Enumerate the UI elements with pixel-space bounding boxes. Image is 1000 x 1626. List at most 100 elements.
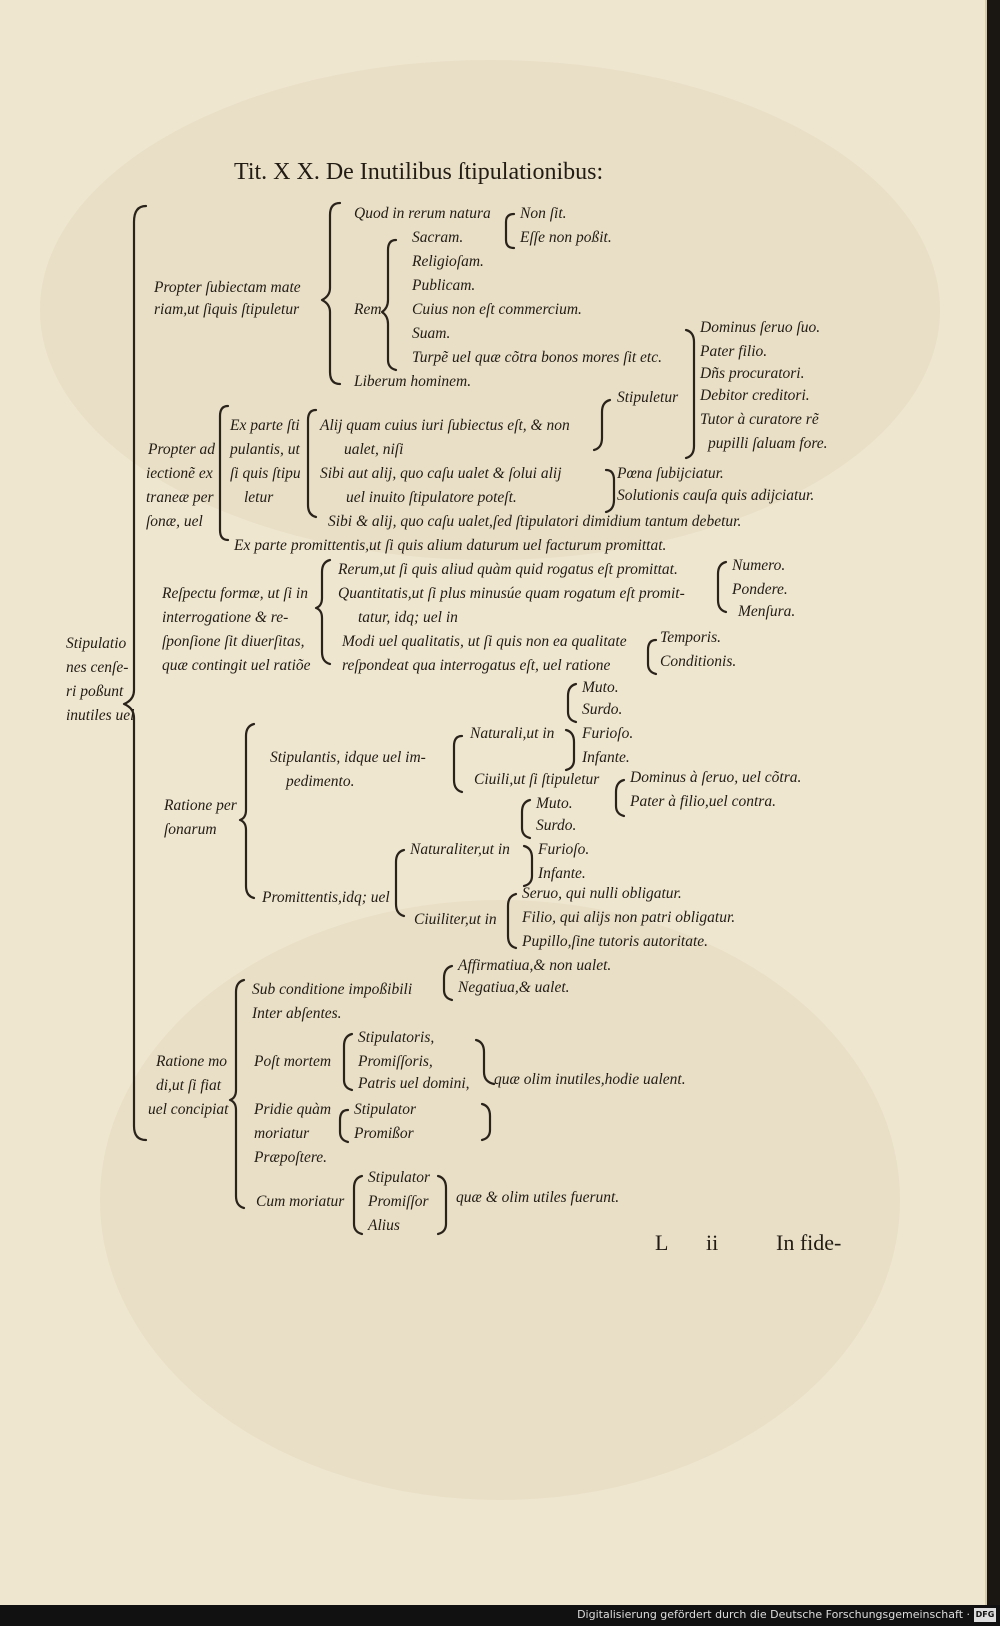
outline-line: Cuius non eſt commercium. <box>412 301 582 318</box>
outline-line: Sacram. <box>412 229 464 246</box>
brace-promittentis <box>394 848 406 918</box>
outline-line: ualet, niſi <box>344 441 404 458</box>
outline-line: tatur, idq; uel in <box>358 609 458 626</box>
outline-line: Promittentis,idq; uel <box>262 889 390 906</box>
outline-line: Promiſſoris, <box>358 1053 433 1070</box>
brace-forma <box>314 558 332 666</box>
outline-line: riam,ut ſiquis ſtipuletur <box>154 301 300 318</box>
brace-furioso1 <box>564 728 576 772</box>
outline-line: Numero. <box>732 557 786 574</box>
outline-line: Promißor <box>354 1125 414 1142</box>
outline-line: Tutor à curatore rẽ <box>700 411 819 428</box>
outline-line: Stipulatio <box>66 635 127 652</box>
outline-line: Inter abſentes. <box>252 1005 342 1022</box>
outline-line: uel inuito ſtipulatore poteſt. <box>346 489 517 506</box>
outline-line: ſi quis ſtipu <box>230 465 301 482</box>
outline-line: Rem. <box>354 301 386 318</box>
brace-dominus2 <box>614 778 626 818</box>
outline-line: Ratione per <box>164 797 237 814</box>
outline-line: Conditionis. <box>660 653 737 670</box>
outline-line: Ex parte ſti <box>230 417 300 434</box>
outline-line: Ciuili,ut ſi ſtipuletur <box>474 771 600 788</box>
brace-stipulantis-imp <box>452 734 464 794</box>
outline-line: ſponſione ſit diuerſitas, <box>162 633 305 650</box>
outline-line: Sibi & alij, quo caſu ualet,ſed ſtipulat… <box>328 513 742 530</box>
digitization-footer: Digitalisierung gefördert durch die Deut… <box>0 1605 1000 1626</box>
outline-line: Alij quam cuius iuri ſubiectus eſt, & no… <box>320 417 570 434</box>
outline-line: Surdo. <box>536 817 577 834</box>
outline-line: Muto. <box>536 795 573 812</box>
outline-line: Alius <box>368 1217 400 1234</box>
outline-line: ſonarum <box>164 821 217 838</box>
outline-line: nes cenſe- <box>66 659 129 676</box>
outline-line: Eſſe non poßit. <box>520 229 612 246</box>
brace-muto2 <box>520 798 532 840</box>
brace-muto1 <box>566 682 578 724</box>
outline-line: Stipulantis, idque uel im- <box>270 749 426 766</box>
outline-line: Turpẽ uel quæ cõtra bonos mores ſit etc. <box>412 349 662 366</box>
outline-line: Sibi aut alij, quo caſu ualet & ſolui al… <box>320 465 562 482</box>
outline-line: ri poßunt <box>66 683 124 700</box>
outline-line: Affirmatiua,& non ualet. <box>458 957 612 974</box>
brace-personarum <box>238 722 256 900</box>
outline-line: Pridie quàm <box>254 1101 332 1118</box>
outline-line: pulantis, ut <box>230 441 300 458</box>
outline-line: quæ contingit uel ratiõe <box>162 657 311 674</box>
outline-line: interrogatione & re- <box>162 609 289 626</box>
page-title: Tit. X X. De Inutilibus ſtipulationibus: <box>234 159 604 185</box>
outline-line: Furioſo. <box>582 725 634 742</box>
outline-line: Pater à filio,uel contra. <box>630 793 776 810</box>
signature-mark: L <box>655 1230 669 1255</box>
signature-number: ii <box>706 1230 719 1255</box>
outline-line: Non ſit. <box>520 205 567 222</box>
outline-line: Ex parte promittentis,ut ſi quis alium d… <box>234 537 667 554</box>
outline-line: Pupillo,ſine tutoris autoritate. <box>522 933 708 950</box>
outline-line: di,ut ſi fiat <box>156 1077 222 1094</box>
outline-line: Stipulator <box>368 1169 431 1186</box>
brace-furioso2 <box>522 844 534 888</box>
outline-line: inutiles uel <box>66 707 135 724</box>
outline-line: uel concipiat <box>148 1101 229 1118</box>
outline-line: Naturali,ut in <box>470 725 555 742</box>
outline-line: Seruo, qui nulli obligatur. <box>522 885 682 902</box>
outline-line: Temporis. <box>660 629 722 646</box>
outline-line: Naturaliter,ut in <box>410 841 510 858</box>
outline-line: Publicam. <box>412 277 476 294</box>
outline-line: pupilli ſaluam fore. <box>708 435 828 452</box>
outline-line: Pœna ſubijciatur. <box>617 465 724 482</box>
outline-line: Quantitatis,ut ſi plus minusúe quam roga… <box>338 585 685 602</box>
outline-line: Dominus ſeruo ſuo. <box>700 319 821 336</box>
outline-line: Furioſo. <box>538 841 590 858</box>
outline-line: iectionẽ ex <box>146 465 213 482</box>
outline-line: Poſt mortem <box>254 1053 332 1070</box>
outline-line: Quod in rerum natura <box>354 205 491 222</box>
outline-line: Surdo. <box>582 701 623 718</box>
outline-line: Propter ſubiectam mate <box>154 279 301 296</box>
digitization-note: Digitalisierung gefördert durch die Deut… <box>577 1608 970 1621</box>
brace-temporis <box>646 638 658 676</box>
book-page: Tit. X X. De Inutilibus ſtipulationibus:… <box>0 0 987 1605</box>
outline-line: Stipulator <box>354 1101 417 1118</box>
outline-line: traneæ per <box>146 489 214 506</box>
outline-line: Infante. <box>582 749 630 766</box>
outline-line: Cum moriatur <box>256 1193 345 1210</box>
outline-line: Pater filio. <box>700 343 768 360</box>
outline-line: Propter ad <box>148 441 216 458</box>
catchword: In fide- <box>776 1230 842 1255</box>
brace-numero <box>716 560 728 614</box>
dfg-logo: DFG <box>974 1608 996 1622</box>
outline-line: Pondere. <box>732 581 788 598</box>
outline-line: Infante. <box>538 865 586 882</box>
outline-line: Sub conditione impoßibili <box>252 981 413 998</box>
outline-line: Rerum,ut ſi quis aliud quàm quid rogatus… <box>338 561 678 578</box>
outline-line: Reſpectu formæ, ut ſi in <box>162 585 308 602</box>
outline-line: Religioſam. <box>412 253 484 270</box>
outline-line: Præpoſtere. <box>254 1149 328 1166</box>
outline-line: Modi uel qualitatis, ut ſi quis non ea q… <box>342 633 627 650</box>
outline-line: Dominus à ſeruo, uel cõtra. <box>630 769 802 786</box>
outline-line: Stipulatoris, <box>358 1029 435 1046</box>
outline-line: pedimento. <box>286 773 355 790</box>
outline-line: Filio, qui alijs non patri obligatur. <box>522 909 736 926</box>
outline-line: ſonæ, uel <box>146 513 203 530</box>
outline-line: quæ & olim utiles fuerunt. <box>456 1189 620 1206</box>
